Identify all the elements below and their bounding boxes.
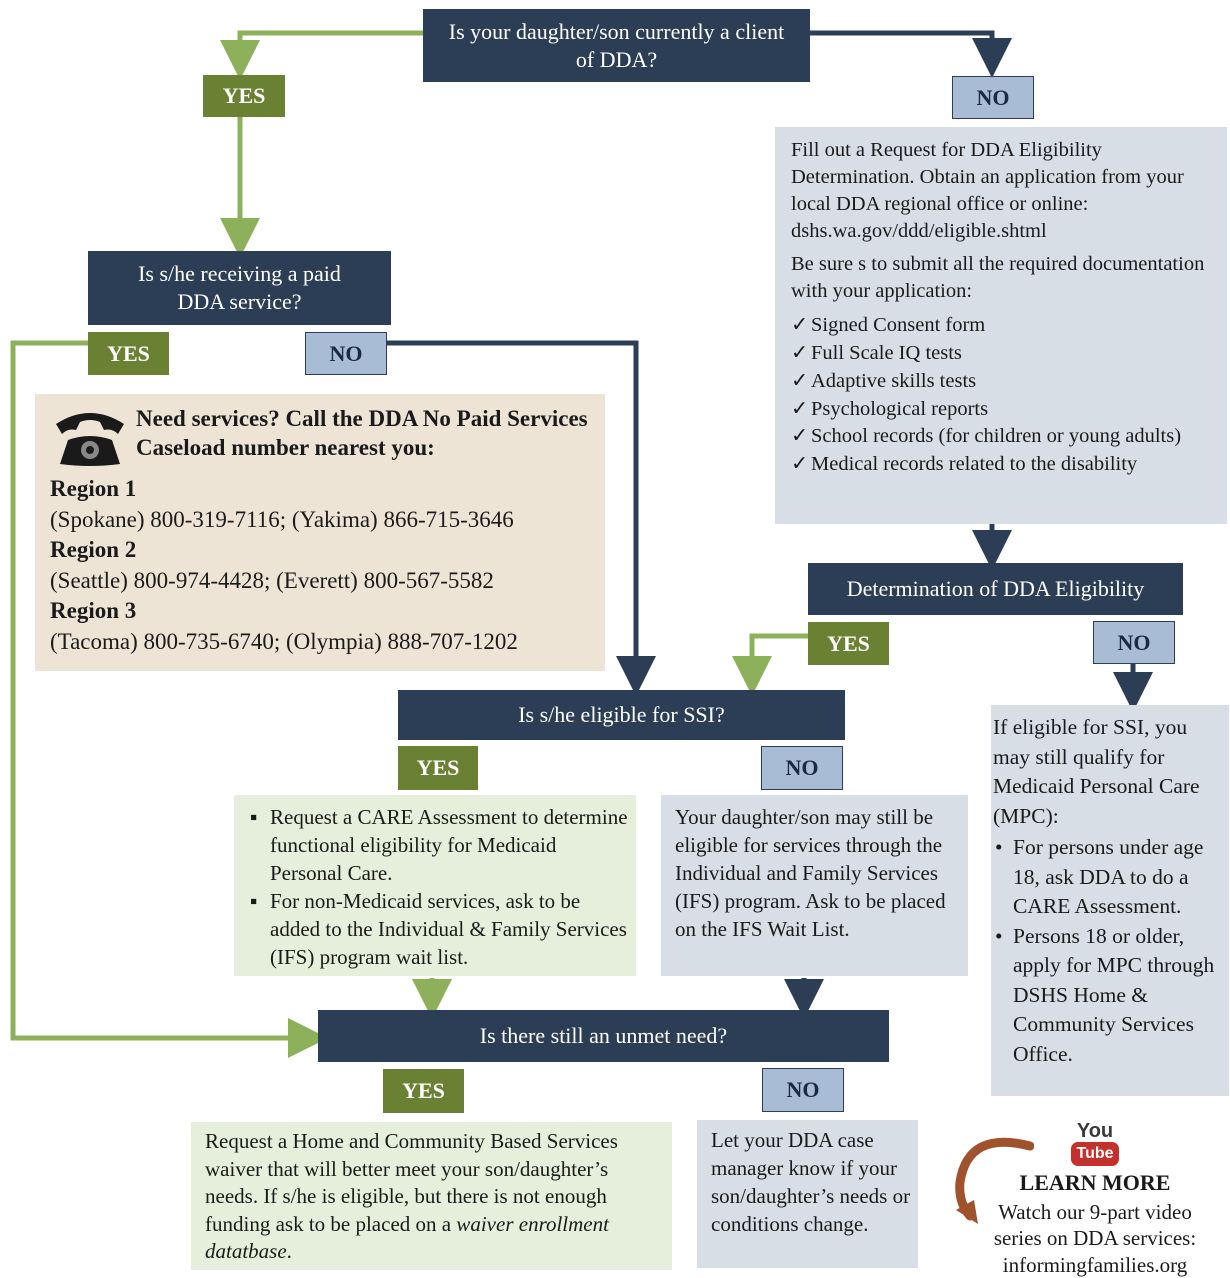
- eligibility-request-para2: Be sure s to submit all the required doc…: [791, 253, 1205, 302]
- learn-more-line1: Watch our 9-part video: [998, 1200, 1192, 1224]
- region-numbers: (Spokane) 800-319-7116; (Yakima) 866-715…: [50, 506, 514, 532]
- determination-text: Determination of DDA Eligibility: [846, 576, 1145, 601]
- checklist-item: Psychological reports: [791, 395, 1215, 423]
- waiver-text: Request a Home and Community Based Servi…: [205, 1129, 618, 1236]
- documentation-checklist: Signed Consent form Full Scale IQ tests …: [791, 311, 1215, 478]
- mpc-intro: If eligible for SSI, you may still quali…: [993, 715, 1200, 828]
- no-badge-determination: NO: [1093, 621, 1175, 664]
- ssi-yes-actions-list: Request a CARE Assessment to determine f…: [238, 803, 628, 971]
- checklist-item: School records (for children or young ad…: [791, 423, 1215, 450]
- question-dda-client-text: Is your daughter/son currently a client …: [448, 18, 785, 72]
- arrow-q2-yes-to-unmet: [10, 340, 328, 1058]
- yes-badge-unmet-need: YES: [383, 1069, 464, 1113]
- action-item: Request a CARE Assessment to determine f…: [250, 803, 628, 887]
- checklist-item: Signed Consent form: [791, 311, 1215, 339]
- question-paid-service: Is s/he receiving a paid DDA service?: [88, 251, 391, 325]
- youtube-logo-bottom: Tube: [1071, 1142, 1119, 1166]
- question-ssi-text: Is s/he eligible for SSI?: [518, 702, 725, 727]
- mpc-item: For persons under age 18, ask DDA to do …: [995, 833, 1223, 922]
- ssi-no-info-box: Your daughter/son may still be eligible …: [661, 795, 968, 976]
- arrow-q2-no-to-ssi: [386, 340, 656, 696]
- region-numbers: (Seattle) 800-974-4428; (Everett) 800-56…: [50, 567, 494, 593]
- action-item: For non-Medicaid services, ask to be add…: [250, 887, 628, 971]
- yes-badge-ssi: YES: [398, 746, 478, 790]
- question-paid-service-text: Is s/he receiving a paid DDA service?: [138, 261, 341, 314]
- youtube-logo-icon[interactable]: You Tube: [1071, 1120, 1119, 1172]
- ssi-no-info-text: Your daughter/son may still be eligible …: [675, 805, 946, 941]
- arrow-q1-yes: [220, 30, 423, 80]
- medicaid-personal-care-box: If eligible for SSI, you may still quali…: [991, 705, 1229, 1096]
- learn-more-url[interactable]: informingfamilies.org: [1002, 1253, 1188, 1277]
- waiver-request-box: Request a Home and Community Based Servi…: [191, 1122, 672, 1270]
- region-name: Region 3: [50, 598, 137, 623]
- ssi-yes-actions-box: Request a CARE Assessment to determine f…: [234, 795, 636, 976]
- region-name: Region 2: [50, 537, 137, 562]
- no-badge-paid-service: NO: [305, 332, 387, 375]
- no-paid-services-phone-box: Need services? Call the DDA No Paid Serv…: [35, 394, 605, 671]
- yes-badge-dda-client: YES: [203, 75, 285, 117]
- region-numbers: (Tacoma) 800-735-6740; (Olympia) 888-707…: [50, 628, 518, 654]
- phone-box-heading: Need services? Call the DDA No Paid Serv…: [136, 406, 588, 460]
- yes-badge-paid-service: YES: [88, 332, 169, 375]
- question-unmet-need-text: Is there still an unmet need?: [479, 1023, 728, 1048]
- question-unmet-need: Is there still an unmet need?: [318, 1010, 889, 1062]
- eligibility-request-box: Fill out a Request for DDA Eligibility D…: [775, 127, 1227, 524]
- yes-badge-determination: YES: [808, 622, 889, 665]
- waiver-text-end: .: [286, 1239, 292, 1263]
- no-badge-dda-client: NO: [952, 76, 1034, 119]
- arrow-det-yes-to-ssi: [732, 633, 808, 696]
- no-badge-ssi: NO: [761, 746, 843, 790]
- case-manager-box: Let your DDA case manager know if your s…: [697, 1120, 918, 1268]
- question-dda-client: Is your daughter/son currently a client …: [423, 9, 810, 82]
- determination-of-eligibility: Determination of DDA Eligibility: [808, 563, 1183, 615]
- checklist-item: Adaptive skills tests: [791, 367, 1215, 395]
- learn-more-heading: LEARN MORE: [1019, 1170, 1171, 1195]
- region-name: Region 1: [50, 476, 137, 501]
- no-badge-unmet-need: NO: [762, 1068, 844, 1112]
- mpc-item: Persons 18 or older, apply for MPC throu…: [995, 922, 1223, 1070]
- arrow-q1-no: [810, 30, 1012, 78]
- checklist-item: Full Scale IQ tests: [791, 339, 1215, 367]
- mpc-list: For persons under age 18, ask DDA to do …: [993, 833, 1223, 1069]
- youtube-logo-top: You: [1076, 1120, 1114, 1142]
- curved-arrow-icon: [955, 1137, 1034, 1224]
- question-ssi-eligible: Is s/he eligible for SSI?: [398, 690, 845, 740]
- case-manager-text: Let your DDA case manager know if your s…: [711, 1128, 911, 1236]
- eligibility-request-para1: Fill out a Request for DDA Eligibility D…: [791, 139, 1184, 242]
- checklist-item: Medical records related to the disabilit…: [791, 450, 1215, 478]
- waiver-database-term: waiver enrollment datatbase: [205, 1211, 609, 1264]
- telephone-icon: [56, 413, 124, 466]
- learn-more-line2: series on DDA services:: [993, 1226, 1197, 1250]
